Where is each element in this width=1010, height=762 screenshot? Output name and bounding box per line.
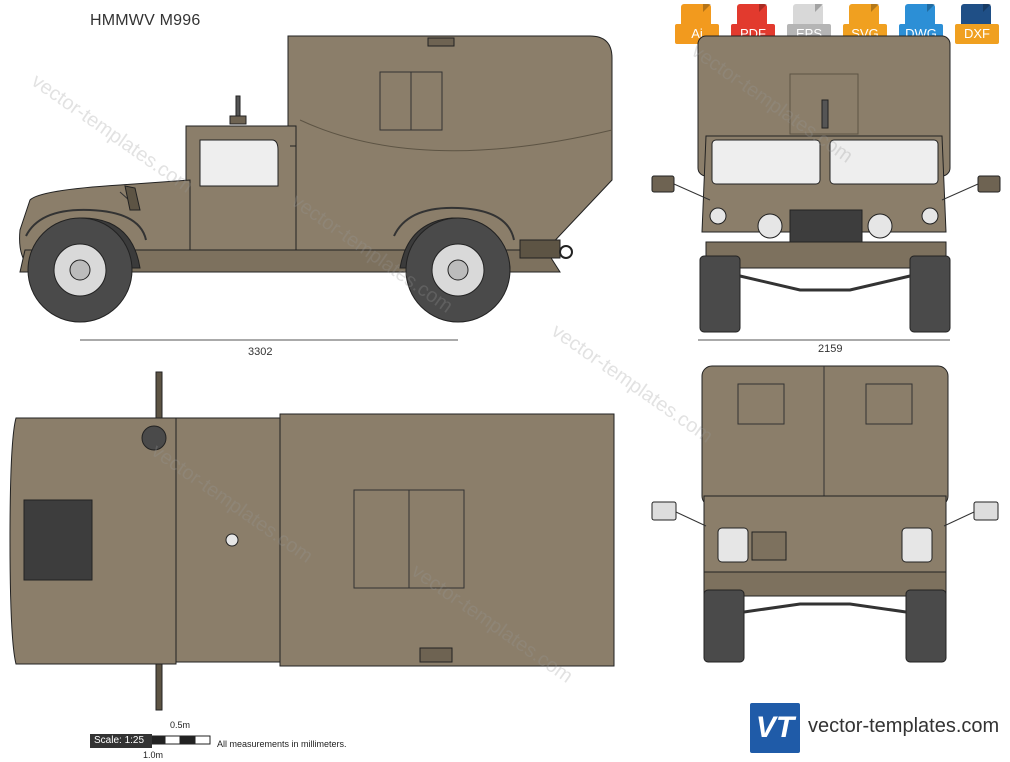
front-view [651,35,1001,341]
format-label: DXF [955,24,999,44]
top-view [9,371,615,711]
rear-view [651,365,999,663]
length-dimension: 3302 [248,346,273,358]
page-title: HMMWV M996 [90,12,201,29]
vt-logo-icon: VT [750,703,800,753]
dxf-format-icon[interactable]: DXF [955,4,1003,52]
side-view [19,35,613,341]
scale-bar [149,735,211,745]
brand-logo[interactable]: VT vector-templates.com [750,703,1008,753]
brand-site-link[interactable]: vector-templates.com [808,715,1000,737]
measurement-note: All measurements in millimeters. [217,739,347,749]
scale-half-meter: 0.5m [170,720,191,730]
scale-label: Scale: 1:25 [90,734,152,748]
scale-one-meter: 1.0m [143,750,164,760]
width-dimension: 2159 [818,343,843,355]
